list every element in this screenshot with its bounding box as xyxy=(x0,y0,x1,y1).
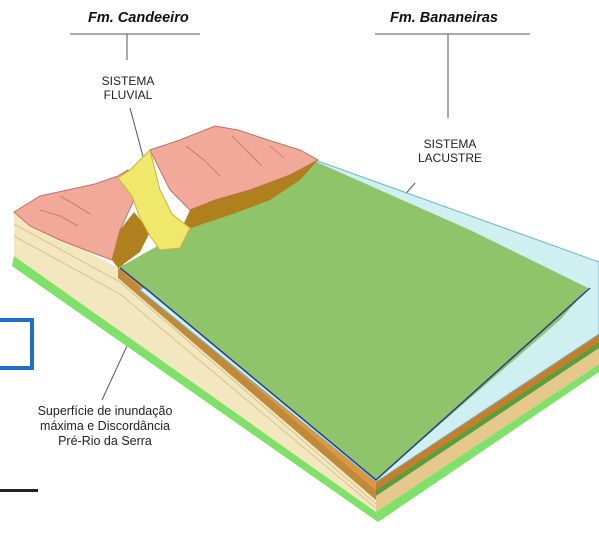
label-superficie: Superfície de inundação máxima e Discord… xyxy=(37,404,173,448)
lake-shoreline xyxy=(119,267,591,481)
strata-line-1 xyxy=(13,223,377,505)
strata-front-wall xyxy=(14,212,376,512)
title-candeeiro: Fm. Candeeiro xyxy=(88,10,189,26)
strata-brown-band xyxy=(118,268,376,500)
label-sistema-lacustre: SISTEMA LACUSTRE xyxy=(417,137,482,165)
delta-slope xyxy=(180,160,318,232)
strata-line-2 xyxy=(13,235,377,509)
black-dash xyxy=(0,489,38,492)
grass-edge-right xyxy=(376,364,599,522)
delta-slope-left xyxy=(112,212,150,268)
title-bananeiras: Fm. Bananeiras xyxy=(390,10,498,26)
lake-surface xyxy=(118,160,588,480)
selection-frame xyxy=(0,318,34,370)
grass-edge xyxy=(12,256,378,522)
strata-right-green xyxy=(376,342,599,496)
label-sistema-fluvial: SISTEMA FLUVIAL xyxy=(101,74,155,102)
highland-left xyxy=(13,169,135,261)
strata-right-band xyxy=(376,334,599,490)
ridge-texture xyxy=(39,135,285,227)
fluvial-channel xyxy=(117,149,191,251)
